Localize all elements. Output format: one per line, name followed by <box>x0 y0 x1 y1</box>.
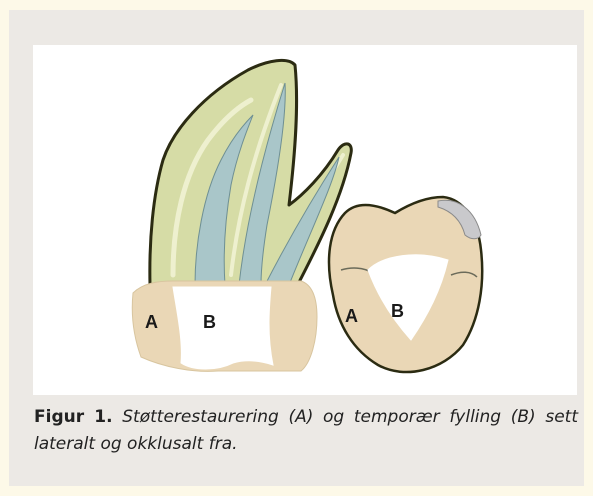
tooth-diagram-svg: A B A B <box>33 45 577 395</box>
occlusal-label-b: B <box>391 301 404 321</box>
occlusal-label-a: A <box>345 306 358 326</box>
lateral-view: A B <box>132 60 351 371</box>
figure-caption: Figur 1. Støtterestaurering (A) og tempo… <box>34 404 578 458</box>
lateral-label-b: B <box>203 312 216 332</box>
lateral-label-a: A <box>145 312 158 332</box>
temporary-filling-b <box>173 287 273 369</box>
caption-lead: Figur 1. <box>34 407 113 427</box>
caption-text: Støtterestaurering (A) og temporær fylli… <box>34 407 578 454</box>
tooth-illustration: A B A B <box>33 45 577 395</box>
occlusal-view: A B <box>329 197 482 372</box>
